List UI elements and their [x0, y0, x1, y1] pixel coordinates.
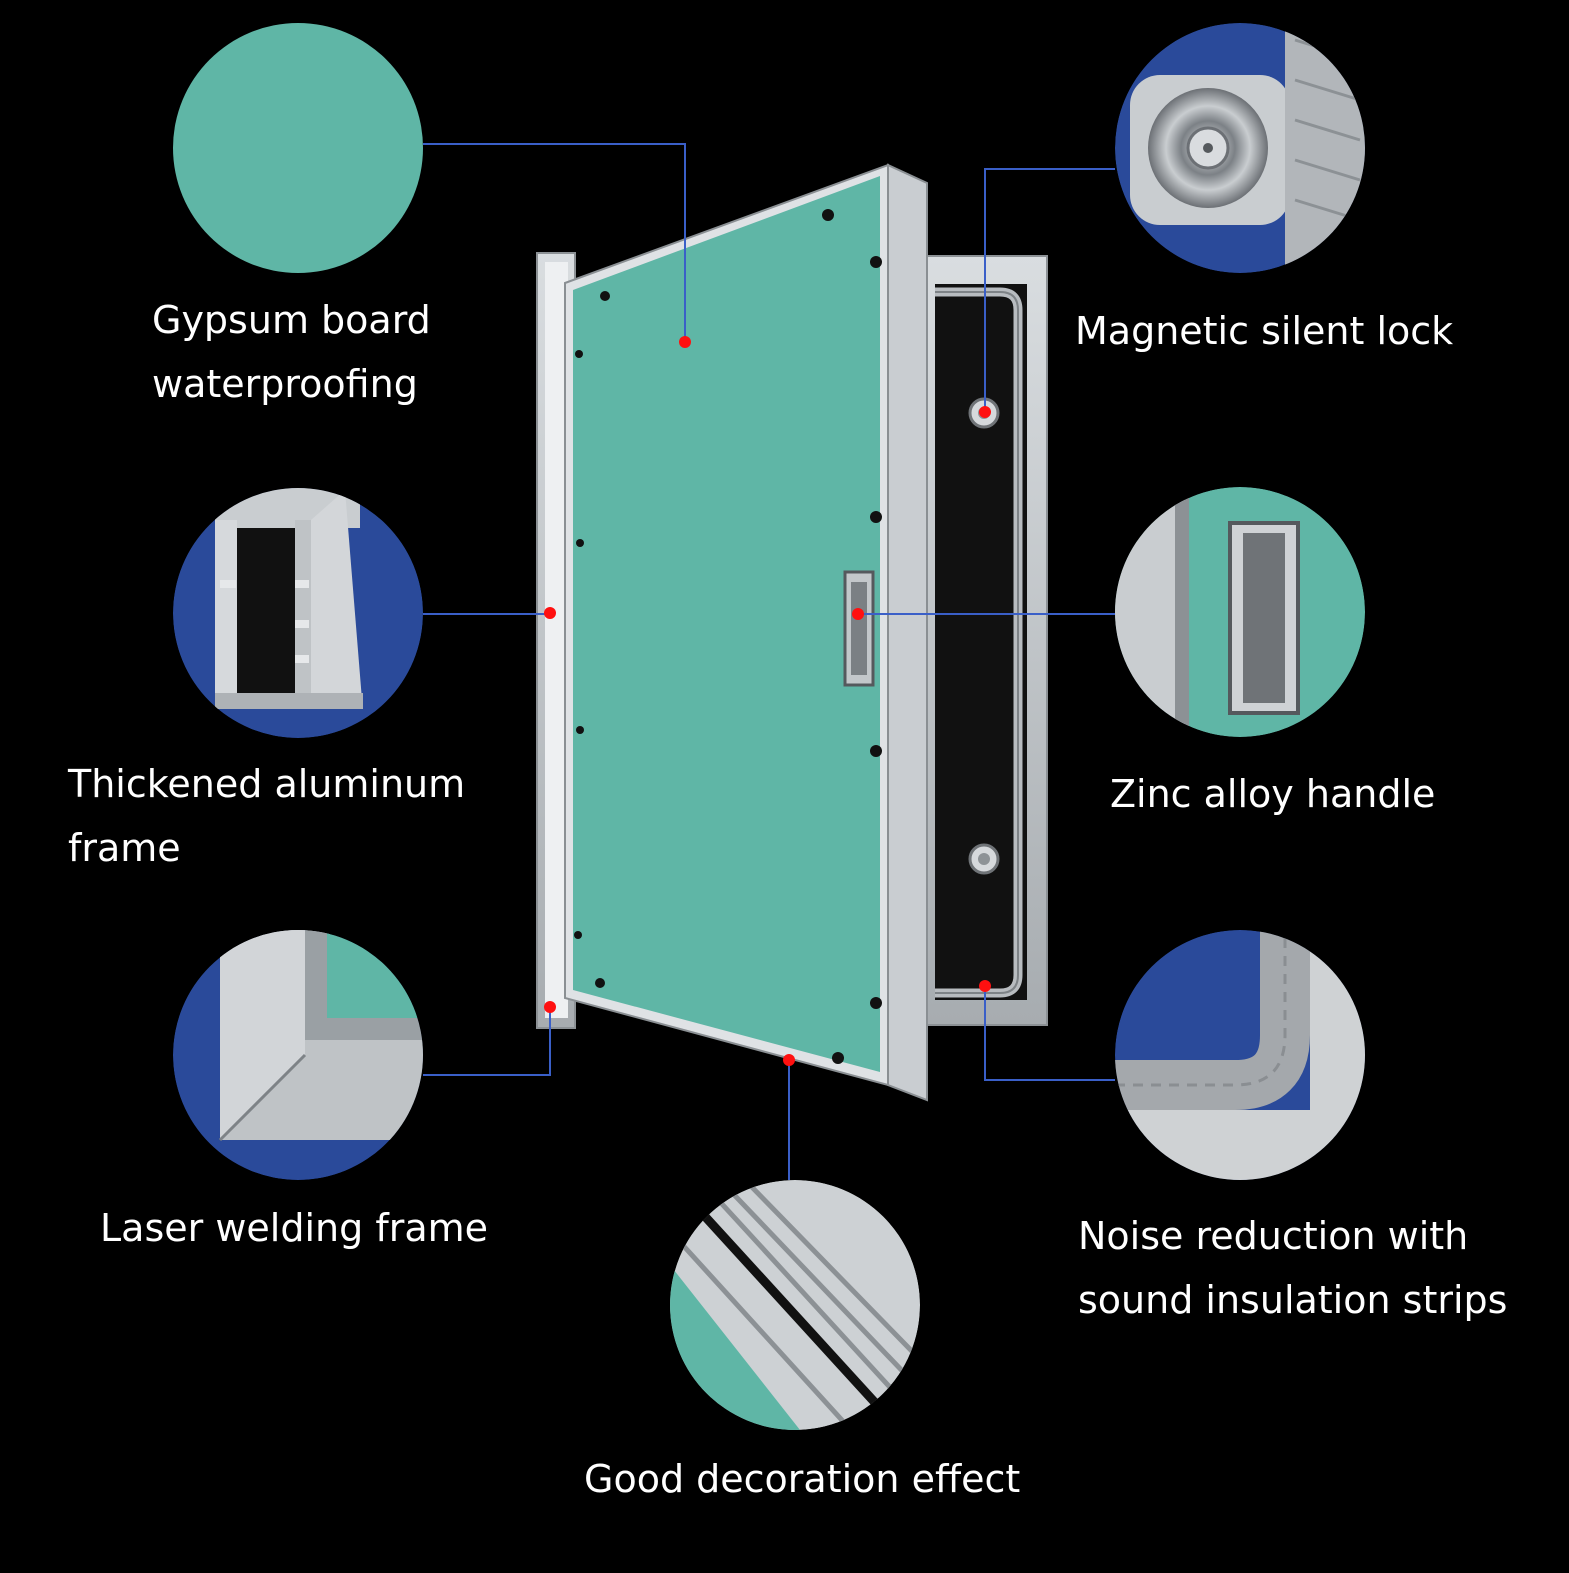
caption-line: Laser welding frame: [100, 1206, 488, 1250]
insulation-strip-closeup-icon: [1115, 930, 1365, 1180]
caption-line: Magnetic silent lock: [1075, 309, 1454, 353]
caption-laser-welding: Laser welding frame: [100, 1196, 488, 1260]
aluminum-profile-closeup-icon: [173, 488, 423, 738]
magnetic-lock-closeup-icon: [1115, 23, 1365, 273]
caption-line: sound insulation strips: [1078, 1278, 1508, 1322]
access-panel-illustration: [536, 163, 1048, 1102]
caption-magnetic-lock: Magnetic silent lock: [1075, 299, 1453, 363]
welded-corner-closeup-icon: [173, 930, 423, 1180]
caption-aluminum-frame: Thickened aluminum frame: [68, 752, 465, 880]
caption-decoration: Good decoration effect: [584, 1447, 1020, 1511]
marker-dots: [544, 336, 991, 1066]
handle-closeup-icon: [1115, 487, 1365, 737]
caption-noise-reduction: Noise reduction with sound insulation st…: [1078, 1204, 1507, 1332]
leader-lines: [423, 143, 1115, 1180]
gypsum-board-closeup-icon: [173, 23, 423, 273]
caption-line: Zinc alloy handle: [1110, 772, 1436, 816]
caption-line: Good decoration effect: [584, 1457, 1021, 1501]
caption-line: Noise reduction with: [1078, 1214, 1469, 1258]
caption-line: Gypsum board: [152, 298, 431, 342]
caption-line: waterproofing: [152, 362, 418, 406]
caption-handle: Zinc alloy handle: [1110, 762, 1435, 826]
caption-gypsum-board: Gypsum board waterproofing: [152, 288, 431, 416]
caption-line: Thickened aluminum: [68, 762, 466, 806]
caption-line: frame: [68, 826, 181, 870]
frame-edge-closeup-icon: [670, 1180, 920, 1430]
